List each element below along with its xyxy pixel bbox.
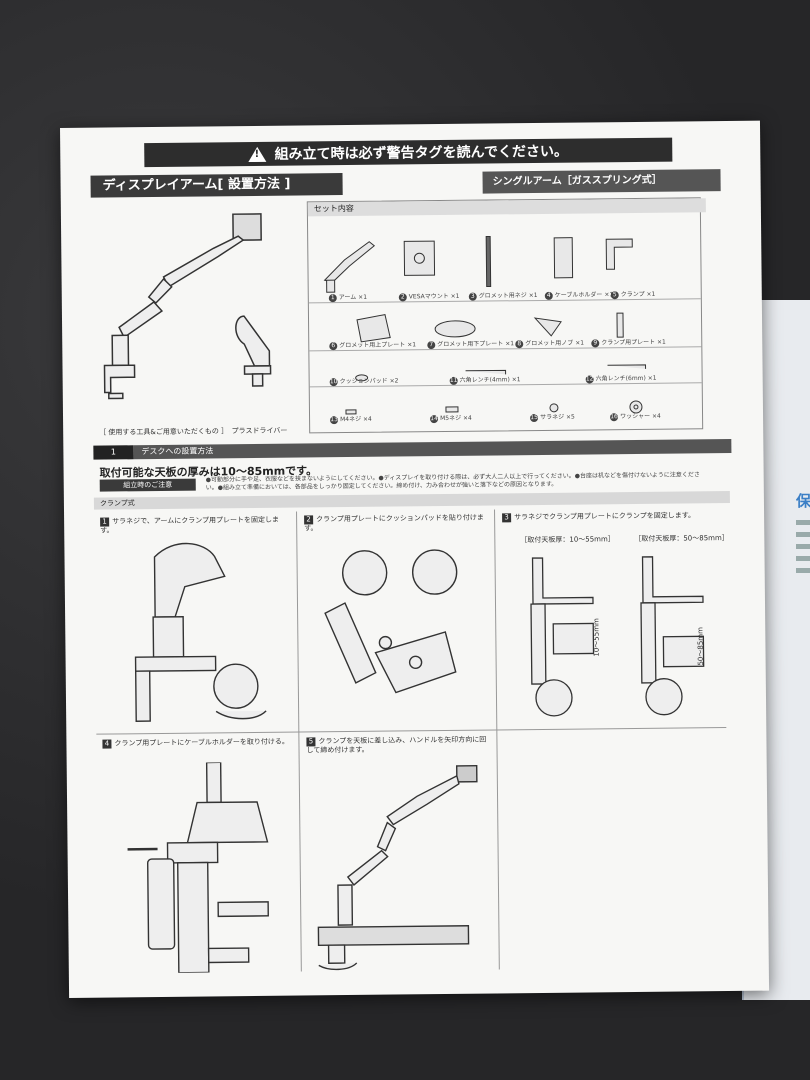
part-label: 六角レンチ(4mm) ×1 <box>459 376 521 384</box>
part-label: M4ネジ ×4 <box>340 415 372 424</box>
warning-text: 組み立て時は必ず警告タグを読んでください。 <box>274 143 569 163</box>
clamp-heading: クランプ式 <box>93 491 730 510</box>
step-5-illustration <box>317 764 478 971</box>
parts-heading: セット内容 <box>307 198 706 217</box>
part-label: グロメット用下プレート ×1 <box>437 340 515 349</box>
instruction-sheet: 組み立て時は必ず警告タグを読んでください。 ディスプレイアーム[ 設置方法 ] … <box>60 120 770 998</box>
monitor-arm-illustration <box>103 213 272 400</box>
part-label: クッションパッド ×2 <box>339 377 399 386</box>
warning-icon <box>248 146 267 162</box>
part-label: M5ネジ ×4 <box>440 414 472 423</box>
title-bar: ディスプレイアーム[ 設置方法 ] シングルアーム［ガススプリング式］ <box>90 169 721 198</box>
tools-note: ［ 使用する工具&ご用意いただくもの ］ プラスドライバー <box>99 426 288 437</box>
page-title: ディスプレイアーム[ 設置方法 ] <box>90 173 343 198</box>
part-label: VESAマウント ×1 <box>408 292 460 301</box>
range-b: ［取付天板厚：50〜85mm］ <box>634 534 729 544</box>
step-4-illustration <box>127 761 269 974</box>
part-label: ケーブルホルダー ×1 <box>554 291 614 299</box>
parts-list: セット内容 <box>306 197 706 434</box>
range-a: ［取付天板厚：10〜55mm］ <box>520 535 615 545</box>
step-3-illustration <box>530 556 705 717</box>
caution-tag: 組立時のご注意 <box>99 478 196 492</box>
dim-a: 10〜55mm <box>592 618 601 657</box>
step-2-illustration <box>324 549 458 694</box>
part-label: クランプ用プレート ×1 <box>601 338 666 347</box>
part-label: クランプ ×1 <box>620 290 656 299</box>
parts-illustrations <box>323 235 647 415</box>
section-header: 1 デスクへの設置方法 <box>93 438 732 460</box>
dim-b: 50〜85mm <box>696 627 705 666</box>
part-label: アーム ×1 <box>338 293 368 302</box>
part-label: グロメット用上プレート ×1 <box>339 341 417 350</box>
section-number: 1 <box>93 445 134 460</box>
product-type: シングルアーム［ガススプリング式］ <box>482 169 721 194</box>
part-label: グロメット用ネジ ×1 <box>478 292 538 300</box>
part-label: サラネジ ×5 <box>540 413 575 421</box>
part-label: 六角レンチ(6mm) ×1 <box>595 374 657 383</box>
section-title: デスクへの設置方法 <box>133 438 732 460</box>
part-label: グロメット用ノブ ×1 <box>525 339 585 348</box>
part-label: ワッシャー ×4 <box>620 412 661 421</box>
warning-banner: 組み立て時は必ず警告タグを読んでください。 <box>144 137 673 168</box>
step-1-illustration <box>134 542 267 722</box>
